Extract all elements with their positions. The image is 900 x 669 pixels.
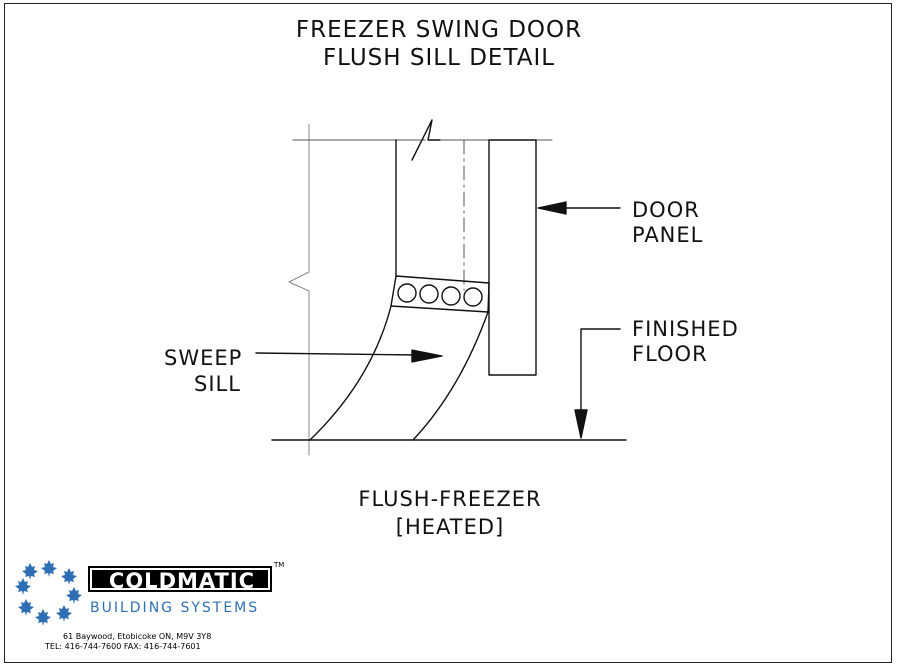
door-panel-label-1: DOOR xyxy=(632,198,700,222)
sheet-border xyxy=(4,3,892,663)
company-address: 61 Baywood, Etobicoke ON, M9V 3Y8 xyxy=(63,632,212,641)
maple-leaf-icon xyxy=(15,560,82,626)
brand-subtitle: BUILDING SYSTEMS xyxy=(90,600,260,616)
company-phone: TEL: 416-744-7600 FAX: 416-744-7601 xyxy=(45,642,201,651)
sweep-sill-label-2: SILL xyxy=(194,372,241,396)
sweep-curve-outer xyxy=(309,305,392,441)
sweep-sill-label-1: SWEEP xyxy=(164,346,243,370)
brand-name: COLDMATIC xyxy=(108,569,256,593)
door-arrowhead xyxy=(537,201,567,215)
brand-logo-box: COLDMATIC xyxy=(88,566,272,593)
floor-arrowhead xyxy=(574,409,588,439)
door-panel-shape xyxy=(488,139,537,376)
floor-leader-line xyxy=(580,328,621,421)
sweep-curve-inner xyxy=(412,311,489,441)
seal-tube-3 xyxy=(441,286,461,306)
seal-tube-2 xyxy=(419,284,439,304)
caption-line-1: FLUSH-FREEZER xyxy=(358,487,542,511)
door-panel-label-2: PANEL xyxy=(632,223,704,247)
wall-break-symbol xyxy=(288,271,310,292)
sweep-leader-line xyxy=(255,352,421,356)
title-line-2: FLUSH SILL DETAIL xyxy=(322,45,556,71)
caption-line-2: [HEATED] xyxy=(395,515,505,539)
seal-tube-1 xyxy=(397,283,417,303)
sweep-arrowhead xyxy=(411,349,443,363)
frame-break-symbol xyxy=(411,119,441,161)
seal-tube-4 xyxy=(463,287,483,307)
title-line-1: FREEZER SWING DOOR xyxy=(295,17,583,43)
trademark-symbol: TM xyxy=(274,561,285,569)
finished-floor-label-2: FLOOR xyxy=(632,342,708,366)
finished-floor-label-1: FINISHED xyxy=(632,317,739,341)
